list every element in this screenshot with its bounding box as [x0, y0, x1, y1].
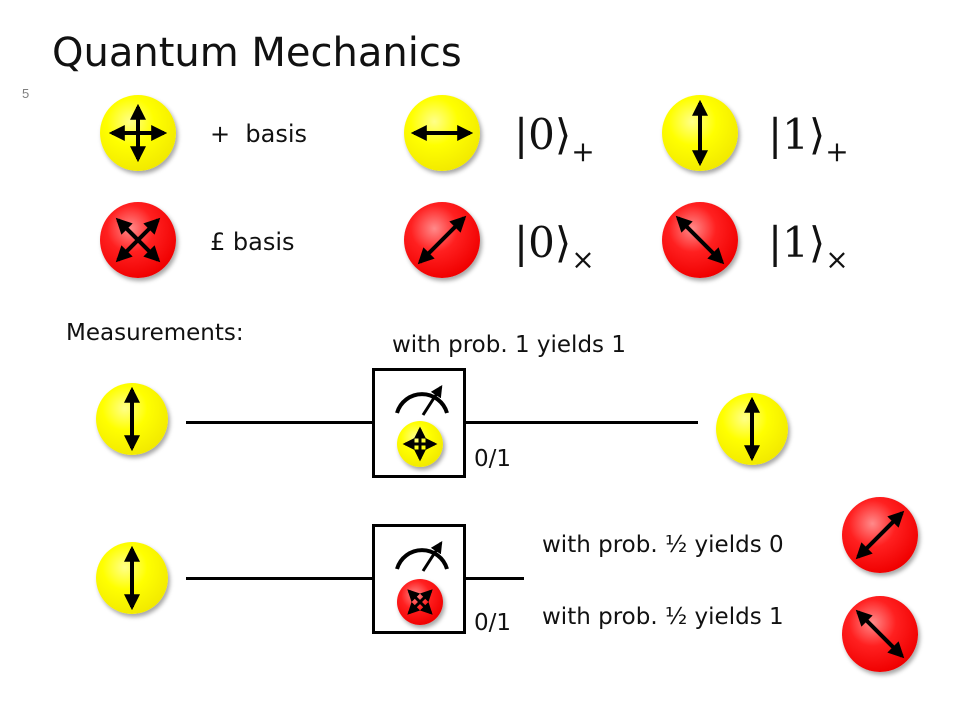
slide-number: 5: [22, 86, 30, 101]
vertical-double-arrow-icon: [744, 396, 760, 462]
ket-zero-plus-symbol: |0⟩: [514, 110, 572, 159]
bottom-input-ball: [96, 542, 168, 614]
top-outcome-label: 0/1: [474, 446, 512, 472]
plus-basis-symbol: +: [210, 120, 231, 148]
diagonal-cross-arrow-icon: [407, 589, 433, 615]
bottom-input-wire: [186, 577, 374, 580]
top-output-wire: [464, 421, 698, 424]
top-output-ball: [716, 393, 788, 465]
vertical-double-arrow-icon: [124, 545, 140, 611]
diagonal-down-ball: [662, 202, 738, 278]
top-input-wire: [186, 421, 374, 424]
ket-zero-times: |0⟩×: [514, 222, 595, 274]
plus-basis-text: basis: [245, 120, 307, 148]
diagonal-cross-arrow-icon: [115, 217, 161, 263]
bottom-meter-basis-ball: [397, 579, 443, 625]
measurements-heading: Measurements:: [66, 320, 244, 346]
ket-one-times: |1⟩×: [768, 222, 849, 274]
ket-one-plus: |1⟩+: [768, 114, 849, 166]
times-basis-symbol: £: [210, 228, 226, 256]
bottom-output-ball-0: [842, 497, 918, 573]
ket-one-plus-symbol: |1⟩: [768, 110, 826, 159]
times-basis-label: £ basis: [210, 228, 295, 256]
diagonal-up-double-arrow-icon: [417, 215, 467, 265]
bottom-result-1-text: with prob. ½ yields 1: [542, 604, 784, 630]
plus-basis-ball: [100, 95, 176, 171]
ket-zero-plus-subscript: +: [571, 135, 595, 168]
measurement-meter-icon: [395, 384, 449, 416]
vertical-ball: [662, 95, 738, 171]
slide-title: Quantum Mechanics: [52, 30, 462, 76]
diagonal-down-double-arrow-icon: [855, 609, 905, 659]
diagonal-down-double-arrow-icon: [675, 215, 725, 265]
measurement-meter-icon: [395, 540, 449, 572]
top-input-ball: [96, 383, 168, 455]
four-way-arrow-icon: [108, 103, 168, 163]
top-result-text: with prob. 1 yields 1: [392, 332, 626, 358]
diagonal-up-double-arrow-icon: [855, 510, 905, 560]
horizontal-ball: [404, 95, 480, 171]
top-meter-basis-ball: [397, 421, 443, 467]
times-basis-ball: [100, 202, 176, 278]
bottom-outcome-label: 0/1: [474, 610, 512, 636]
ket-one-times-subscript: ×: [825, 243, 849, 276]
times-basis-text: basis: [232, 228, 295, 256]
bottom-measurement-box: [372, 524, 466, 634]
top-measurement-box: [372, 368, 466, 478]
diagonal-up-ball: [404, 202, 480, 278]
bottom-output-ball-1: [842, 596, 918, 672]
vertical-double-arrow-icon: [124, 386, 140, 452]
vertical-double-arrow-icon: [692, 99, 708, 167]
plus-basis-label: + basis: [210, 120, 307, 148]
ket-one-times-symbol: |1⟩: [768, 218, 826, 267]
bottom-output-wire: [464, 577, 524, 580]
four-way-arrow-icon: [402, 426, 438, 462]
ket-zero-times-symbol: |0⟩: [514, 218, 572, 267]
ket-zero-plus: |0⟩+: [514, 114, 595, 166]
ket-zero-times-subscript: ×: [571, 243, 595, 276]
horizontal-double-arrow-icon: [410, 125, 474, 141]
ket-one-plus-subscript: +: [825, 135, 849, 168]
bottom-result-0-text: with prob. ½ yields 0: [542, 532, 784, 558]
